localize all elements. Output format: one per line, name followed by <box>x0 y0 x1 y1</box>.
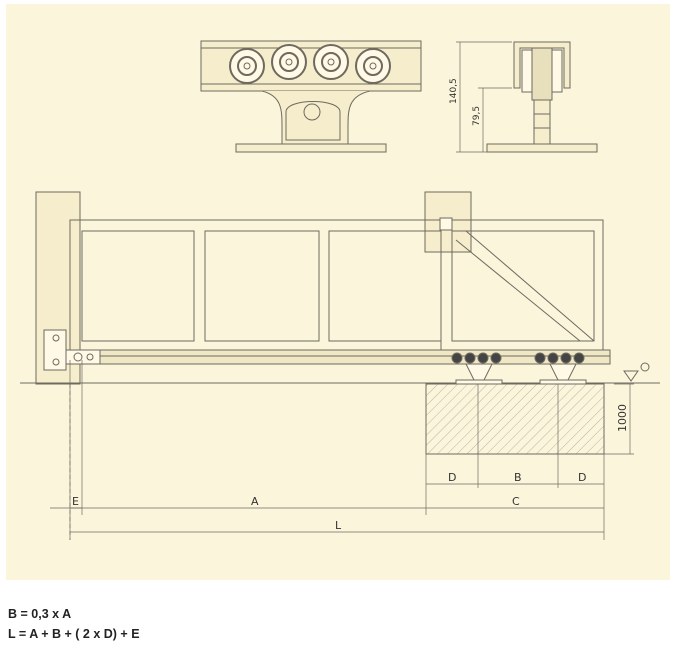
dimension-lines <box>50 360 605 540</box>
dim-label-c: C <box>512 495 520 508</box>
rail-carriages <box>451 352 587 385</box>
formula-b: B = 0,3 x A <box>8 607 72 621</box>
dim-label-b: B <box>514 471 522 484</box>
dim-label-d-left: D <box>448 471 456 484</box>
carriage-side-view <box>456 41 598 153</box>
height-total-label: 140,5 <box>449 78 459 104</box>
dim-label-a: A <box>251 495 259 508</box>
dim-label-l: L <box>335 519 342 532</box>
dim-label-d-right: D <box>578 471 586 484</box>
formula-l: L = A + B + ( 2 x D) + E <box>8 627 140 641</box>
carriage-wheels <box>229 44 391 84</box>
dim-label-e: E <box>72 495 79 508</box>
foundation-block <box>425 383 605 455</box>
foundation-depth-label: 1000 <box>616 404 629 432</box>
height-partial-label: 79,5 <box>472 106 482 126</box>
gate-elevation <box>20 191 660 455</box>
carriage-front-view <box>200 40 422 153</box>
